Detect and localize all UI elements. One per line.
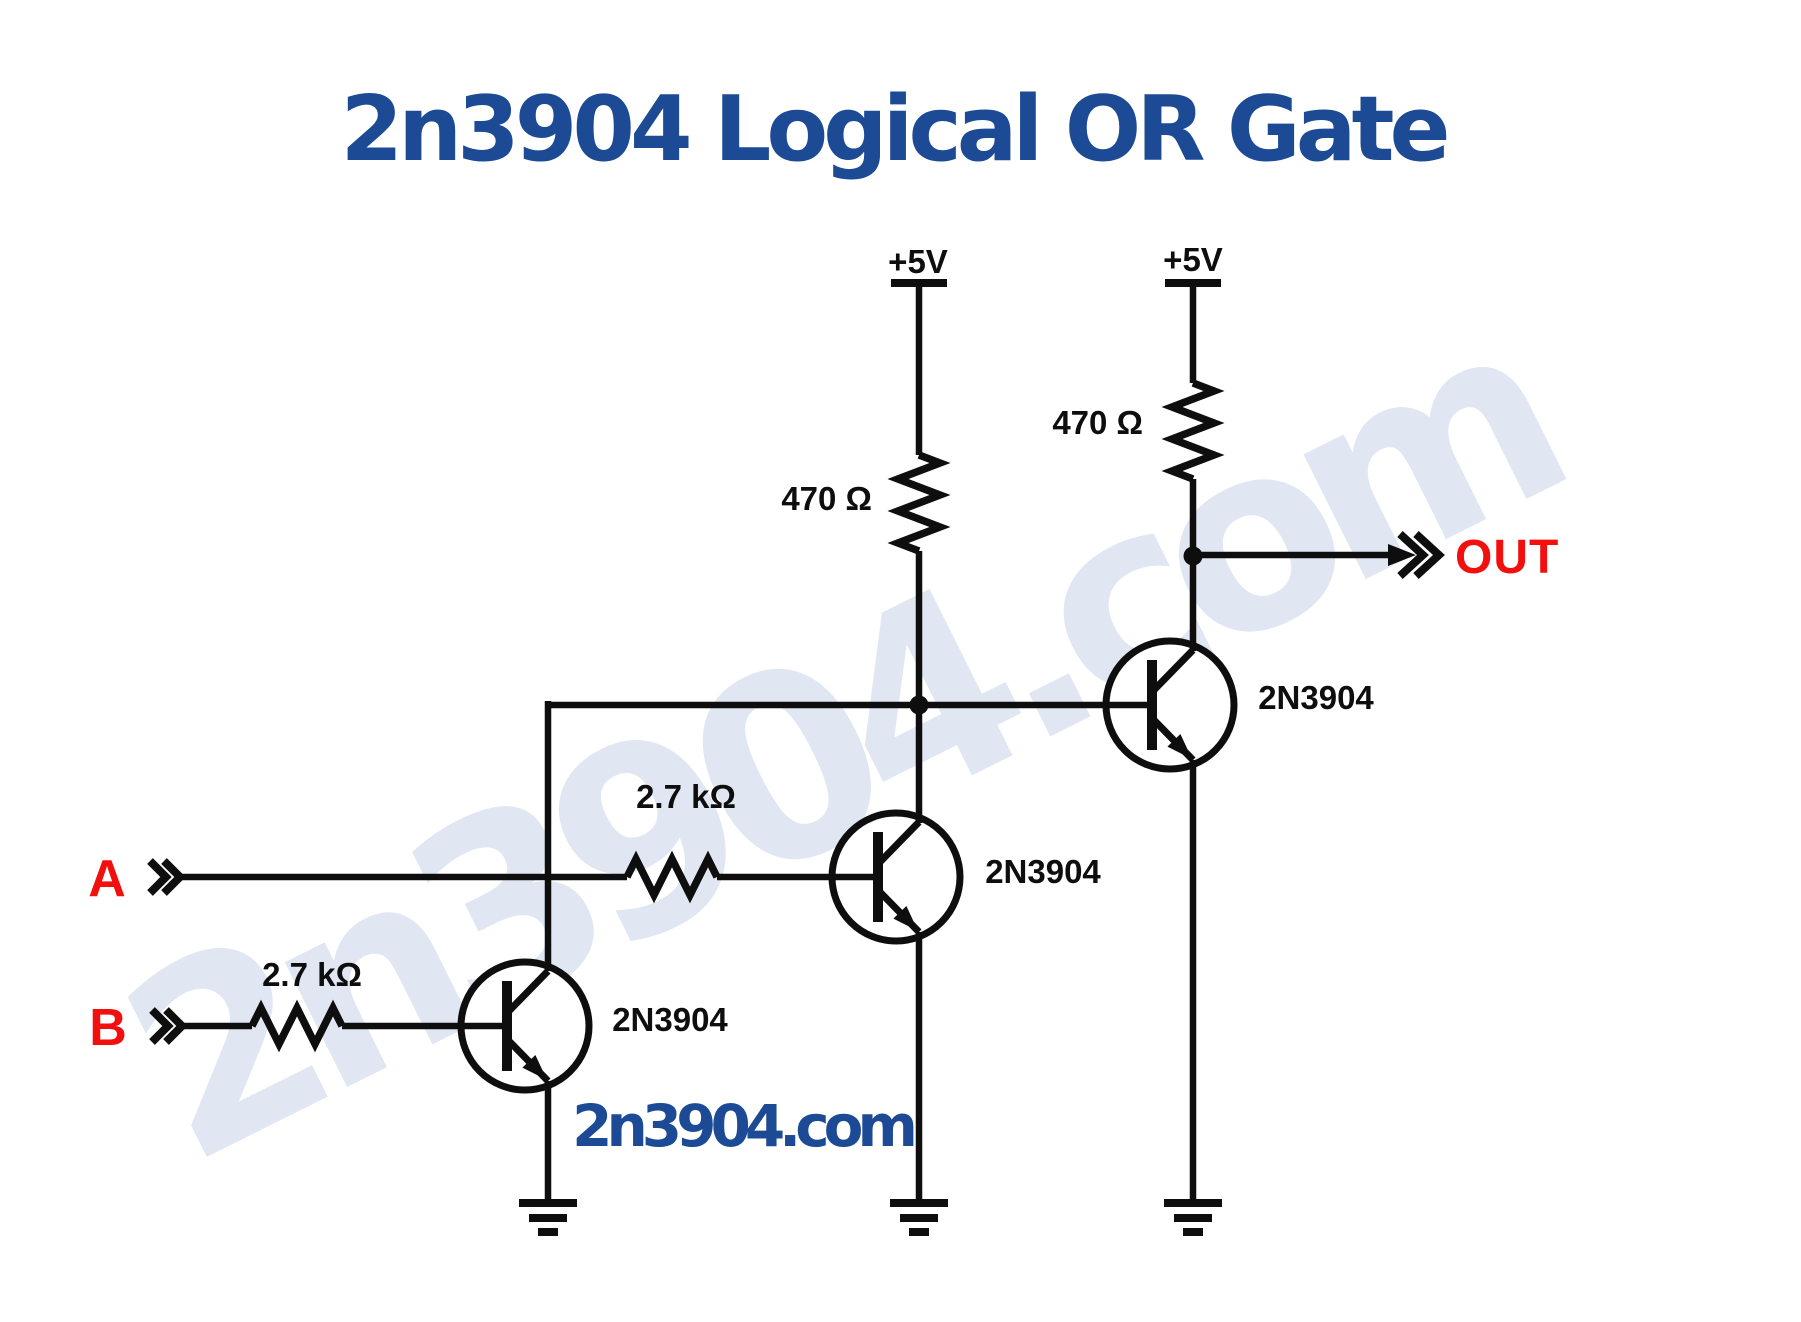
output-chevron-outer-icon bbox=[1397, 531, 1429, 579]
resistor-27k-a-label: 2.7 kΩ bbox=[636, 778, 736, 815]
transistor-q3-label: 2N3904 bbox=[1258, 679, 1374, 716]
input-a-label: A bbox=[88, 850, 126, 908]
resistor-470-left-symbol bbox=[887, 451, 951, 555]
transistor-q1-label: 2N3904 bbox=[612, 1001, 728, 1038]
ground-left bbox=[519, 1203, 577, 1232]
transistor-q2-label: 2N3904 bbox=[985, 853, 1101, 890]
resistor-470-right-label: 470 Ω bbox=[1052, 404, 1143, 441]
output-arrowhead-icon bbox=[1388, 544, 1416, 566]
input-a-chevron-icon bbox=[150, 861, 180, 893]
output-label: OUT bbox=[1455, 531, 1559, 584]
output-chevron-inner-icon bbox=[1413, 531, 1445, 579]
ground-right bbox=[1164, 1203, 1222, 1232]
junction-dot-output bbox=[1183, 546, 1203, 566]
watermark-text: 2n3904.com bbox=[83, 268, 1594, 1221]
site-branding-text: 2n3904.com bbox=[572, 1092, 913, 1160]
vcc-label-right: +5V bbox=[1163, 241, 1223, 278]
resistor-27k-a-symbol bbox=[623, 850, 721, 904]
resistor-470-left-label: 470 Ω bbox=[781, 480, 872, 517]
input-b-label: B bbox=[89, 999, 127, 1057]
resistor-27k-b-symbol bbox=[248, 999, 346, 1053]
vcc-label-left: +5V bbox=[888, 243, 948, 280]
ground-middle bbox=[890, 1203, 948, 1232]
page-title: 2n3904 Logical OR Gate bbox=[340, 77, 1446, 182]
resistor-27k-b-label: 2.7 kΩ bbox=[262, 956, 362, 993]
junction-dot-base-bus bbox=[909, 695, 929, 715]
resistor-470-right-symbol bbox=[1161, 379, 1225, 483]
